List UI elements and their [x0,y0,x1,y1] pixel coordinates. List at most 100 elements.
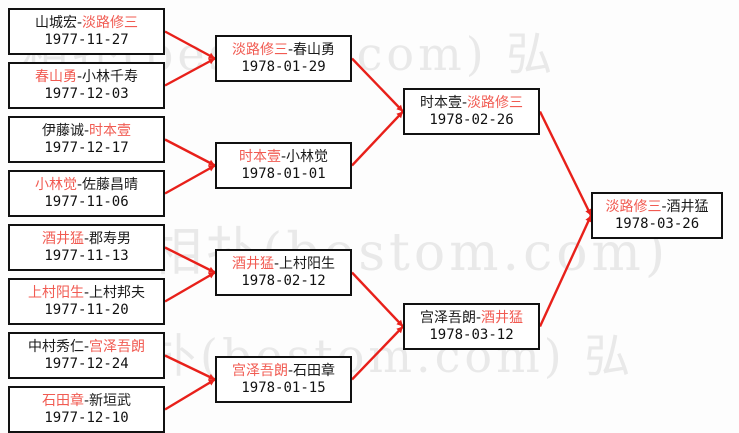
connector-arrowhead-icon [208,266,215,273]
player-right: 春山勇 [293,41,336,58]
connector-arrowhead-icon [208,165,215,172]
player-separator: - [83,284,90,301]
match-date: 1978-01-29 [241,59,326,75]
player-right: 石田章 [293,362,336,379]
bracket-connector [538,214,593,328]
player-left: 淡路修三 [605,198,662,215]
player-right: 上村阳生 [279,255,336,272]
player-left: 淡路修三 [231,41,288,58]
player-separator: - [273,255,280,272]
match-date: 1977-12-17 [44,140,129,156]
bracket-connector [164,354,216,381]
match-players: 伊藤诚-时本壹 [42,123,131,139]
player-right: 小林千寿 [82,68,139,85]
bracket-connector [164,57,216,87]
connector-arrowhead-icon [208,272,215,279]
player-left: 酒井猛 [41,230,84,247]
player-left: 小林觉 [34,176,77,193]
connector-arrowhead-icon [208,58,215,65]
connector-arrowhead-icon [208,373,215,380]
player-right: 酒井猛 [481,309,524,326]
player-left: 酒井猛 [231,255,274,272]
match-players: 酒井猛-上村阳生 [232,256,335,272]
player-separator: - [661,198,667,215]
match-date: 1978-01-15 [241,380,326,396]
bracket-connector [538,110,593,217]
player-right: 淡路修三 [467,94,524,111]
bracket-connector [164,164,216,195]
player-separator: - [76,68,83,85]
match-players: 小林觉-佐藤昌晴 [35,177,138,193]
connector-arrowhead-icon [585,215,592,223]
bracket-connector [351,110,404,167]
player-right: 佐藤昌晴 [82,176,139,193]
player-left: 时本壹 [238,148,281,165]
match-players: 山城宏-淡路修三 [35,15,138,31]
player-separator: - [83,338,90,355]
player-right: 小林觉 [286,148,329,165]
bracket-connector [351,57,404,113]
player-separator: - [83,392,90,409]
player-left: 上村阳生 [27,284,84,301]
player-right: 宫泽吾朗 [89,338,146,355]
match-date: 1978-03-12 [429,327,514,343]
player-separator: - [287,41,294,58]
bracket-connector [351,271,404,328]
match-players: 春山勇-小林千寿 [35,69,138,85]
connector-arrowhead-icon [208,379,215,386]
connector-arrowhead-icon [396,326,403,334]
player-separator: - [76,14,83,31]
bracket-connector [164,271,216,303]
bracket-connector [164,246,216,274]
player-left: 中村秀仁 [27,338,84,355]
player-separator: - [83,230,90,247]
player-separator: - [83,122,90,139]
bracket-connector [164,138,216,167]
match-date: 1978-03-26 [614,216,700,232]
player-right: 酒井猛 [666,198,709,215]
match-players: 宫泽吾朗-石田章 [232,363,335,379]
bracket-connector [164,30,216,60]
player-left: 伊藤诚 [41,122,84,139]
match-date: 1977-12-03 [44,86,129,102]
match-date: 1977-11-06 [44,194,129,210]
bracket-connector [351,325,404,381]
match-players: 宫泽吾朗-酒井猛 [420,310,523,326]
match-players: 淡路修三-酒井猛 [605,199,708,215]
connector-arrowhead-icon [396,319,403,327]
player-right: 淡路修三 [82,14,139,31]
match-date: 1977-12-10 [44,410,129,426]
match-players: 上村阳生-上村邦夫 [28,285,145,301]
match-date: 1978-02-26 [429,112,514,128]
player-separator: - [76,176,83,193]
match-date: 1977-11-13 [44,248,129,264]
match-date: 1977-11-27 [44,32,129,48]
player-separator: - [280,148,287,165]
player-left: 时本壹 [419,94,462,111]
player-left: 宫泽吾朗 [231,362,288,379]
player-right: 郡寿男 [89,230,132,247]
player-left: 宫泽吾朗 [419,309,476,326]
match-players: 酒井猛-郡寿男 [42,231,131,247]
match-date: 1978-02-12 [241,273,326,289]
connector-arrowhead-icon [585,208,592,216]
match-players: 时本壹-淡路修三 [420,95,523,111]
connector-arrowhead-icon [396,111,403,119]
